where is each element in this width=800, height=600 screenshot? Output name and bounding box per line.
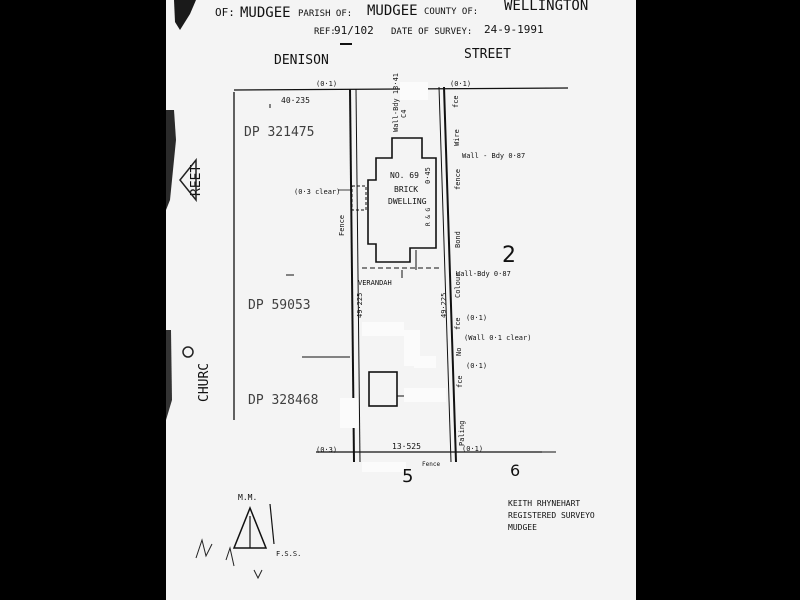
east-side-length: 49·225 xyxy=(440,293,448,318)
north-frontage: 40·235 xyxy=(281,96,310,105)
fence-east xyxy=(438,86,452,463)
surveyor-town: MUDGEE xyxy=(508,523,537,532)
ref-label: REF: xyxy=(314,27,336,37)
verandah-label: VERANDAH xyxy=(358,279,392,287)
north-arrow-icon xyxy=(269,503,275,545)
scan-smudge xyxy=(174,0,196,30)
east-clear-3: (0·1) xyxy=(466,362,487,370)
signature-scribble xyxy=(225,546,235,567)
correction-patch xyxy=(414,356,436,368)
correction-patch xyxy=(362,322,404,336)
date-label: DATE OF SURVEY: xyxy=(391,27,472,37)
street-name-west-bottom: CHURC xyxy=(197,363,212,402)
no-label: No xyxy=(455,348,463,356)
parish-name: MUDGEE xyxy=(367,3,418,19)
dp-mid: DP 59053 xyxy=(248,298,311,313)
lot-east-boundary xyxy=(443,86,457,463)
lot-5-label: 5 xyxy=(402,466,413,487)
correction-patch xyxy=(340,398,358,428)
header-line-2: REF: 91/102 DATE OF SURVEY: 24-9-1991 xyxy=(314,23,544,45)
south-offset-right: (0·1) xyxy=(462,445,483,453)
north-offset-right: (0·1) xyxy=(450,80,471,88)
east-clear-2: (Wall 0·1 clear) xyxy=(464,334,531,342)
fence-south-label: Fence xyxy=(422,461,440,468)
north-offset-left: (0·1) xyxy=(316,80,337,88)
north-marker-label: M.M. xyxy=(238,493,257,502)
surveyor-name: KEITH RHYNEHART xyxy=(508,499,580,508)
south-frontage: 13·525 xyxy=(392,442,421,451)
correction-patch xyxy=(400,82,428,100)
lot-6-label: 6 xyxy=(510,461,520,480)
town-name: MUDGEE xyxy=(240,5,291,21)
street-name-denison: DENISON xyxy=(274,53,329,68)
surveyor-title: REGISTERED SURVEYO xyxy=(508,511,595,520)
of-label: OF: xyxy=(215,6,235,19)
date-value: 24-9-1991 xyxy=(484,23,544,36)
house-type-1: BRICK xyxy=(394,185,418,194)
wall-bdy-top-vertical: Wall-Bdy 13·41 xyxy=(392,73,400,132)
house-number: NO. 69 xyxy=(390,171,419,180)
bond-label: Bond xyxy=(454,231,462,248)
dp-bottom: DP 328468 xyxy=(248,393,318,408)
scan-smudge xyxy=(166,110,176,210)
west-clear: (0·3 clear) xyxy=(294,188,340,196)
scan-smudge xyxy=(166,330,172,420)
fence-west xyxy=(355,88,361,463)
county-name: WELLINGTON xyxy=(504,0,588,14)
c4-label: C4 xyxy=(400,110,408,118)
header-line-1: OF: MUDGEE PARISH OF: MUDGEE COUNTY OF: … xyxy=(215,0,588,21)
signature-scribble xyxy=(195,538,213,559)
dwelling-outline xyxy=(367,137,437,263)
side-structure xyxy=(351,185,367,211)
paling-label: Paling xyxy=(458,421,466,446)
street-name-street: STREET xyxy=(464,47,511,62)
street-corner-mark xyxy=(179,157,197,203)
west-side-length: 49·225 xyxy=(356,293,364,318)
wire-label: Wire xyxy=(453,129,461,146)
fce-label-2: fce xyxy=(454,317,462,330)
east-clear-1: (0·1) xyxy=(466,314,487,322)
east-wall-bdy-2: Wall-Bdy 0·87 xyxy=(456,270,511,278)
parish-label: PARISH OF: xyxy=(298,9,352,19)
ref-value: 91/102 xyxy=(334,24,374,37)
county-label: COUNTY OF: xyxy=(424,7,478,17)
correction-patch xyxy=(362,462,406,472)
signature-scribble xyxy=(253,569,263,580)
street-corner-mark xyxy=(182,346,194,358)
south-offset-left: (0·3) xyxy=(316,446,337,454)
lot-2-label: 2 xyxy=(502,243,516,268)
dp-top: DP 321475 xyxy=(244,125,314,140)
colour-label: Colour xyxy=(454,273,462,298)
house-type-2: DWELLING xyxy=(388,197,427,206)
correction-patch xyxy=(404,388,446,402)
fence-east-label: fence xyxy=(454,169,462,190)
fss-label: F.S.S. xyxy=(276,550,301,558)
outbuilding xyxy=(368,371,398,407)
survey-plan-sheet: OF: MUDGEE PARISH OF: MUDGEE COUNTY OF: … xyxy=(166,0,636,600)
fce-label-3: fce xyxy=(456,375,464,388)
fce-label-1: fce xyxy=(452,95,460,108)
fence-west-label: Fence xyxy=(338,215,346,236)
dim-045: 0·45 xyxy=(424,167,432,184)
rsg-label: R & G xyxy=(425,208,432,226)
east-wall-bdy-1: Wall - Bdy 0·87 xyxy=(462,152,525,160)
survey-plan-drawing: OF: MUDGEE PARISH OF: MUDGEE COUNTY OF: … xyxy=(166,0,595,580)
